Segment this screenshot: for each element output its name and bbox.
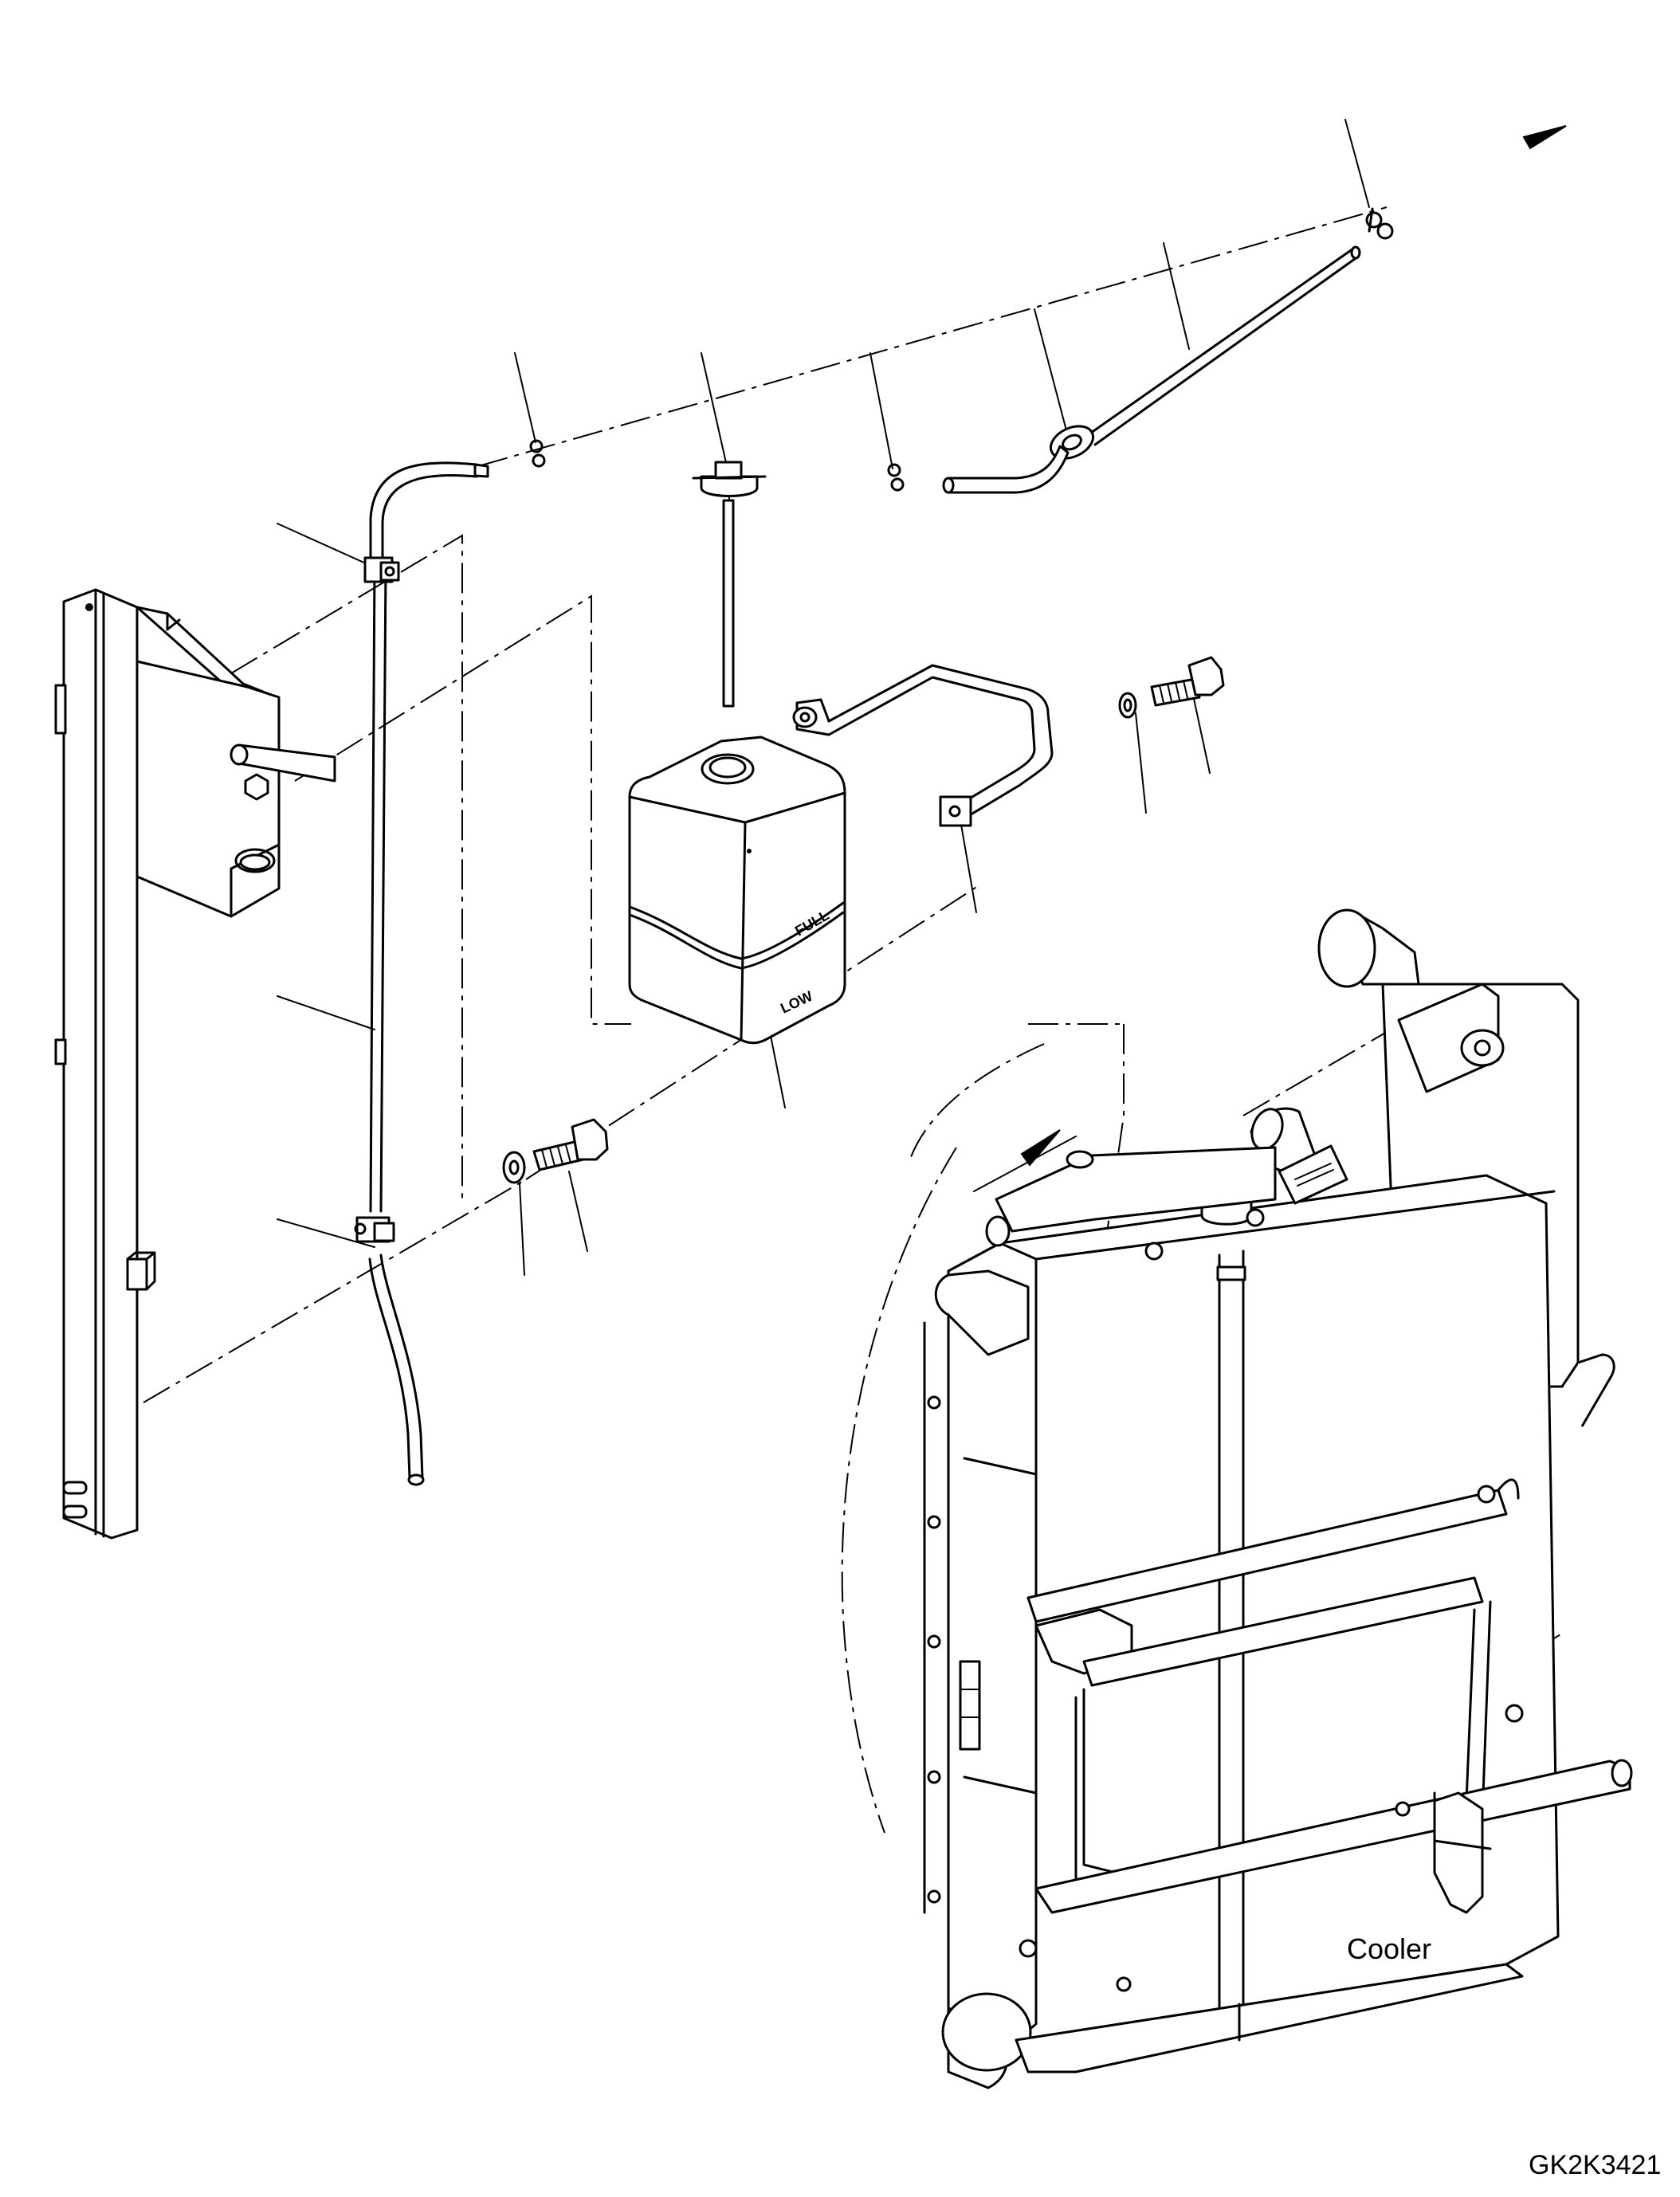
hose-clamp-left (529, 439, 546, 468)
drawing-code-label: GK2K3421 (1529, 2150, 1661, 2180)
washer-lower (502, 1151, 526, 1184)
overflow-hose (942, 245, 1361, 494)
hose-clamp-right (1365, 207, 1394, 240)
washer-upper (1118, 692, 1137, 719)
mounting-bracket (54, 588, 336, 1540)
bolt-upper (1150, 656, 1225, 707)
radiator-hose (368, 461, 489, 1486)
tank-strap (792, 664, 1054, 827)
leader-lines (277, 119, 1370, 1276)
tee-joint (692, 461, 767, 708)
bolt-lower (532, 1118, 609, 1171)
cooler-label: Cooler (1347, 1932, 1431, 1965)
cooler-assembly (923, 908, 1633, 2089)
hose-clip-lower (354, 1216, 395, 1243)
direction-arrow-cooler (973, 1129, 1077, 1192)
reserve-tank: FULL LOW (628, 736, 846, 1045)
direction-arrow-top (1522, 125, 1567, 150)
hose-clamp-middle (887, 463, 905, 492)
hose-clip-upper (363, 556, 400, 583)
